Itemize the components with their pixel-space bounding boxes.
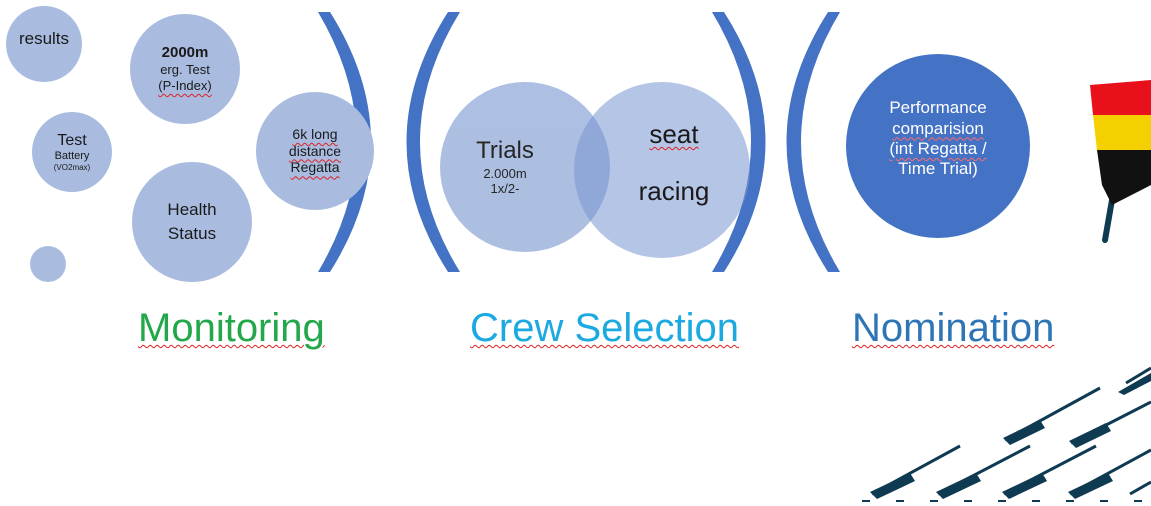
nomination-title: Nomination	[852, 306, 1055, 350]
bracket-open-4	[786, 12, 840, 272]
performance-line1: Performance	[889, 98, 987, 118]
erg-test-line1: 2000m	[161, 44, 209, 62]
trials-line2: 2.000m	[483, 165, 527, 181]
test-battery-line2: Battery	[54, 150, 90, 163]
seat-racing-circle: seat racing	[574, 82, 750, 258]
long-distance-line2: distance	[288, 142, 342, 159]
crew-selection-title: Crew Selection	[470, 306, 740, 350]
health-status-circle: Health Status	[132, 162, 252, 282]
health-status-line1: Health	[167, 199, 217, 219]
seat-racing-line1: seat	[649, 118, 699, 149]
small-dot	[30, 246, 66, 282]
monitoring-title: Monitoring	[138, 306, 325, 350]
trials-line3: 1x/2-	[490, 181, 520, 197]
bracket-close-1	[318, 12, 371, 272]
long-distance-line3: Regatta	[290, 159, 340, 176]
test-battery-line1: Test	[57, 132, 87, 150]
results-circle: results	[6, 6, 82, 82]
long-distance-line1: 6k long	[292, 125, 338, 142]
erg-test-line3: (P-Index)	[158, 78, 212, 93]
long-distance-circle: 6k long distance Regatta	[256, 92, 374, 210]
oar-flag-icon	[1090, 80, 1151, 243]
seat-racing-line2: racing	[638, 176, 710, 206]
performance-circle: Performance comparision (int Regatta / T…	[846, 54, 1030, 238]
health-status-line2: Status	[167, 224, 217, 243]
test-battery-circle: Test Battery (VO2max)	[32, 112, 112, 192]
performance-line4: Time Trial)	[898, 159, 978, 179]
test-battery-line3: (VO2max)	[53, 163, 91, 173]
trials-line1: Trials	[476, 137, 534, 164]
bracket-open-2	[406, 12, 460, 272]
bracket-close-3	[712, 12, 766, 272]
rowing-oars-logo	[862, 366, 1151, 502]
performance-line3: (int Regatta /	[889, 139, 987, 158]
erg-test-line2: erg. Test	[160, 62, 210, 78]
performance-line2: comparision	[892, 118, 984, 138]
results-label: results	[18, 28, 70, 48]
erg-test-circle: 2000m erg. Test (P-Index)	[130, 14, 240, 124]
